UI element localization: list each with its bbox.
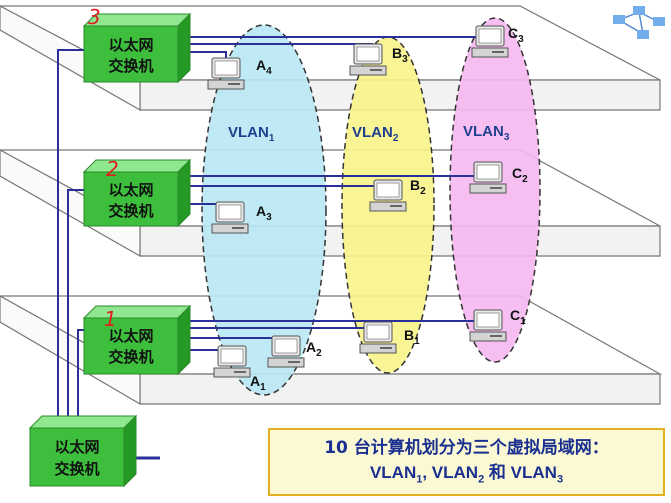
vlan2-label: VLAN2 [352, 124, 399, 144]
svg-text:C3: C3 [508, 25, 524, 45]
switch-backbone-label-line2: 交换机 [54, 460, 99, 478]
switch-floor3-label-line1: 以太网 [108, 36, 153, 54]
computer-c3: C3 [471, 25, 524, 58]
caption-line2: VLAN1, VLAN2 和 VLAN3 [369, 463, 564, 486]
network-logo-icon [613, 6, 665, 39]
switch-floor3: 以太网 交换机 [82, 12, 192, 84]
svg-text:C1: C1 [510, 307, 526, 327]
switch-floor1-label-line1: 以太网 [108, 327, 153, 345]
computer-a2: A2 [267, 335, 322, 368]
svg-text:B2: B2 [410, 177, 426, 197]
monitor-icon [211, 201, 249, 234]
switch-floor2-label-line1: 以太网 [108, 181, 153, 199]
svg-text:A1: A1 [250, 373, 266, 393]
monitor-icon [213, 345, 251, 378]
switch-backbone-label-line1: 以太网 [54, 438, 99, 456]
svg-text:A3: A3 [256, 203, 272, 223]
caption-box: 10 台计算机划分为三个虚拟局域网： VLAN1, VLAN2 和 VLAN3 [268, 428, 665, 496]
vlan3-label: VLAN3 [463, 123, 510, 143]
switch-backbone: 以太网 交换机 [28, 414, 138, 488]
vlan1-label: VLAN1 [228, 124, 275, 144]
switch-floor3-label-line2: 交换机 [108, 57, 153, 75]
monitor-icon [359, 321, 397, 354]
computer-b1: B1 [359, 321, 420, 354]
computer-b2: B2 [369, 177, 426, 212]
monitor-icon [349, 43, 387, 76]
computer-a4: A4 [207, 57, 272, 90]
monitor-icon [471, 25, 509, 58]
computer-a1: A1 [213, 345, 266, 393]
floor-number-3: 3 [88, 5, 101, 29]
svg-text:A4: A4 [256, 57, 272, 77]
switch-floor1-label-line2: 交换机 [108, 348, 153, 366]
svg-text:C2: C2 [512, 165, 528, 185]
computer-c2: C2 [469, 161, 528, 194]
svg-text:B3: B3 [392, 45, 408, 65]
monitor-icon [469, 161, 507, 194]
computer-c1: C1 [469, 307, 526, 342]
vlan1-region [201, 24, 327, 396]
monitor-icon [267, 335, 305, 368]
floor-number-1: 1 [104, 307, 117, 331]
computer-a3: A3 [211, 201, 272, 234]
svg-text:A2: A2 [306, 339, 322, 359]
computer-b3: B3 [349, 43, 408, 76]
floor-number-2: 2 [106, 157, 119, 181]
monitor-icon [369, 179, 407, 212]
caption-line1: 10 台计算机划分为三个虚拟局域网： [324, 438, 609, 458]
switch-floor2-label-line2: 交换机 [108, 202, 153, 220]
switch-floor1: 以太网 交换机 [82, 304, 192, 376]
monitor-icon [207, 57, 245, 90]
switch-floor2: 以太网 交换机 [82, 158, 192, 228]
monitor-icon [469, 309, 507, 342]
svg-text:B1: B1 [404, 327, 420, 347]
